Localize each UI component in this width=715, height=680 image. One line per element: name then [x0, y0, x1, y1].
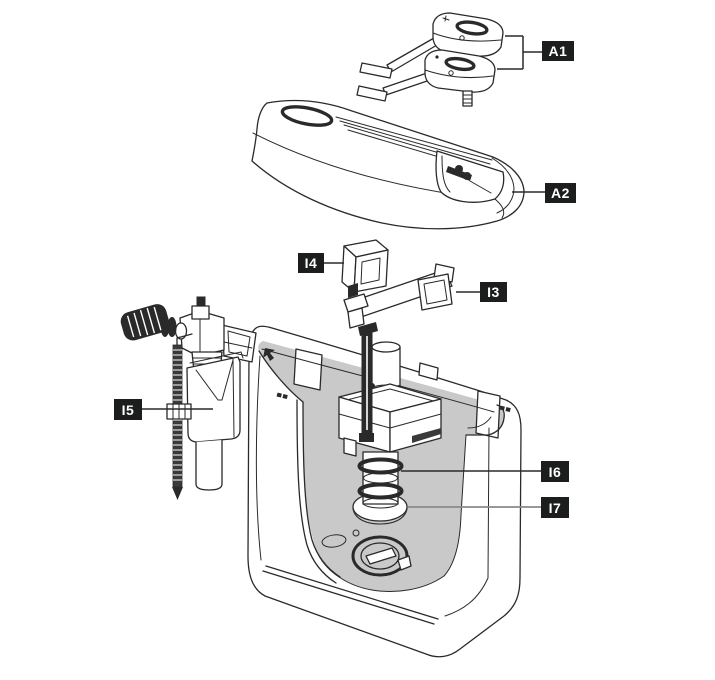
- lid-actuator-peg: [455, 165, 463, 173]
- bracket-panel: [417, 273, 453, 311]
- floor-inlet-hole: [321, 534, 347, 548]
- backwall-notch: [293, 348, 323, 391]
- callout-label-a2: A2: [545, 183, 576, 203]
- callout-label-a1: A1: [542, 41, 574, 61]
- callout-label-i5: I5: [114, 399, 142, 420]
- molded-arrow-icon: [263, 348, 275, 361]
- cistern-lid: [251, 99, 525, 230]
- callout-bracket-a1: [497, 35, 542, 70]
- flush-valve: [338, 322, 442, 525]
- upper-lever-foot: [359, 62, 393, 79]
- cup-lower-cylinder: [195, 440, 223, 491]
- fill-valve: [120, 296, 257, 500]
- leader-lines: [142, 191, 545, 508]
- lid-finger-slot: [280, 105, 334, 127]
- flush-lever-pair: [356, 12, 504, 107]
- lower-lever-slot: [444, 56, 476, 72]
- backwall-notch: [475, 390, 501, 439]
- upper-lever-slot: [455, 20, 489, 36]
- callout-label-i4: I4: [298, 253, 324, 273]
- seal-ring: [357, 482, 404, 500]
- callout-label-i3: I3: [480, 282, 507, 302]
- lower-lever-foot: [356, 85, 388, 102]
- callout-label-i7: I7: [541, 497, 569, 518]
- valve-body-right: [389, 398, 442, 453]
- lid-actuator-peg: [463, 172, 471, 180]
- float-arm-bracket: [221, 324, 257, 363]
- callout-label-i6: I6: [541, 461, 569, 482]
- float-cup: [186, 356, 241, 443]
- mounting-clip-i4: [341, 239, 389, 298]
- adjuster-knob: [120, 304, 170, 341]
- mounting-bracket-i3: [343, 263, 455, 329]
- backwall-notch: [418, 362, 439, 381]
- lower-lever-head: [424, 49, 496, 93]
- drain-seat-ring: [351, 535, 409, 577]
